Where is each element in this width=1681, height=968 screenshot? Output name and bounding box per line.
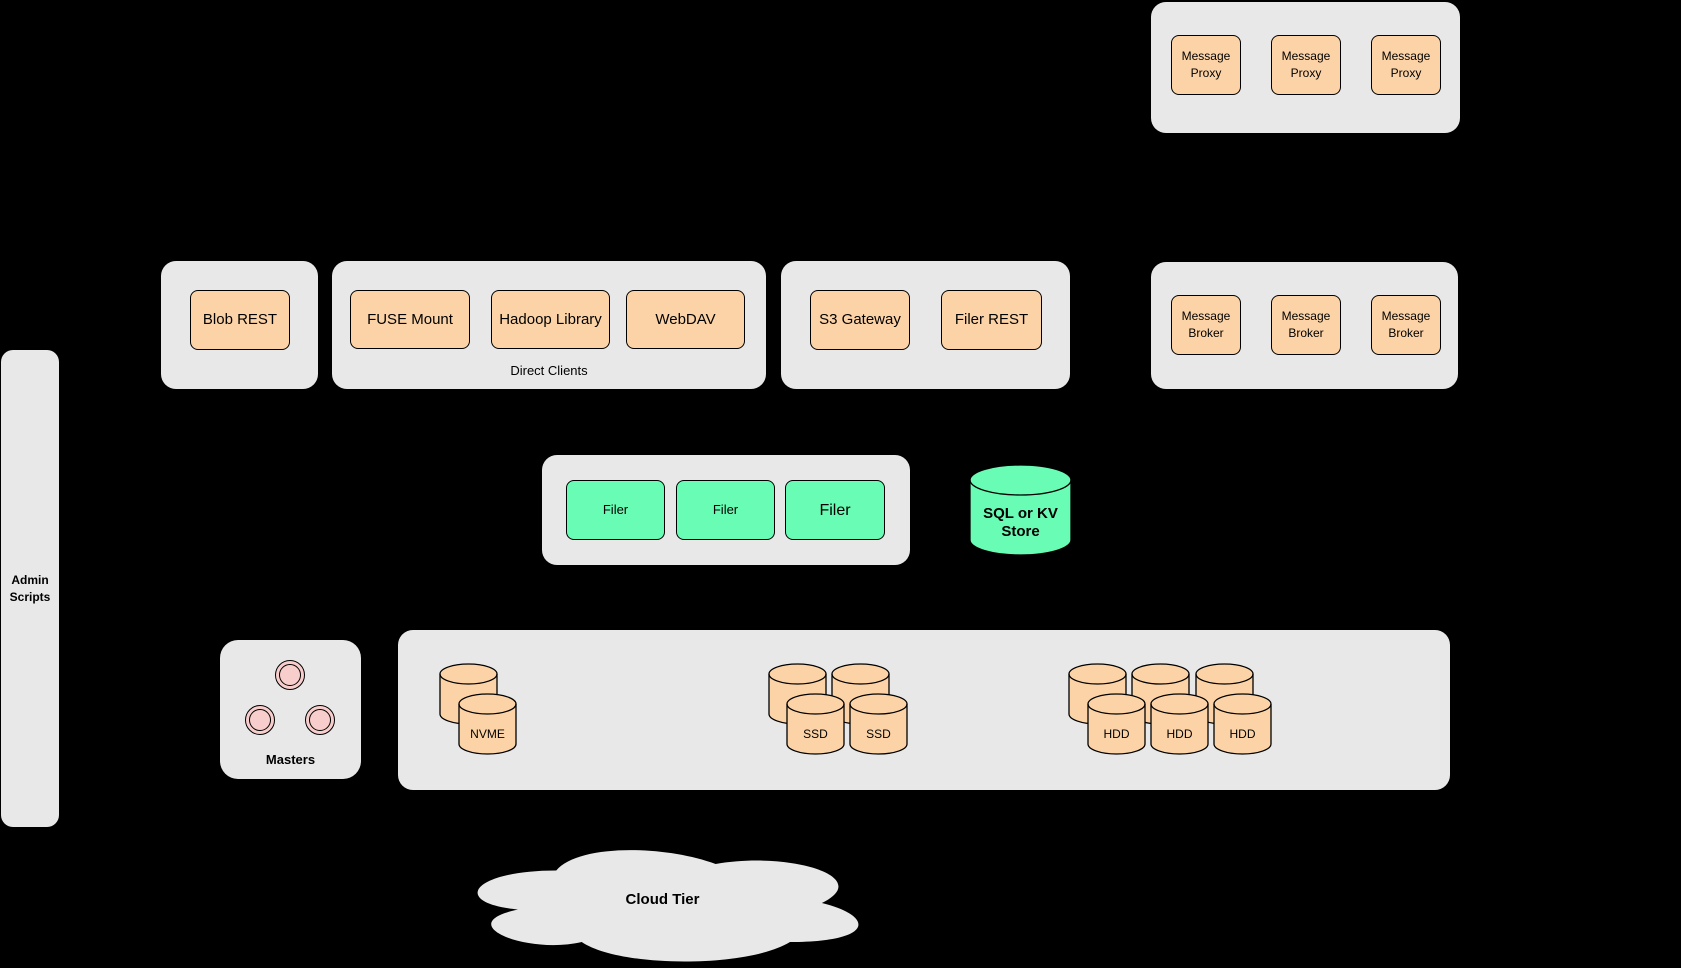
message-broker-label: Message Broker xyxy=(1281,309,1331,340)
message-broker-node: Message Broker xyxy=(1371,295,1441,355)
filer-label: Filer xyxy=(712,502,739,517)
message-broker-label: Message Broker xyxy=(1381,309,1431,340)
cloud-tier-label: Cloud Tier xyxy=(625,891,700,908)
filer-node: Filer xyxy=(785,480,885,540)
webdav-label: WebDAV xyxy=(655,310,716,328)
admin-scripts-label: Admin Scripts xyxy=(9,572,51,604)
message-proxy-cluster: Message Proxy Message Proxy Message Prox… xyxy=(1151,2,1460,133)
direct-clients-cluster: FUSE Mount Hadoop Library WebDAV Direct … xyxy=(332,261,766,389)
sql-kv-store-cylinder: SQL or KV Store xyxy=(969,464,1072,556)
nvme-cylinder: NVME xyxy=(458,693,517,755)
filer-rest-label: Filer REST xyxy=(954,311,1029,328)
message-proxy-label: Message Proxy xyxy=(1281,49,1331,80)
master-node-ring xyxy=(279,664,301,686)
message-broker-node: Message Broker xyxy=(1271,295,1341,355)
direct-clients-cluster-label: Direct Clients xyxy=(510,363,588,378)
s3-gateway-node: S3 Gateway xyxy=(810,290,910,350)
ssd-label: SSD xyxy=(803,726,828,741)
blob-rest-cluster: Blob REST xyxy=(161,261,318,389)
filer-cluster: Filer Filer Filer xyxy=(542,455,910,565)
hdd-label: HDD xyxy=(1229,726,1256,741)
hadoop-library-label: Hadoop Library xyxy=(499,310,602,328)
hdd-cylinder: HDD xyxy=(1213,693,1272,755)
masters-cluster-label: Masters xyxy=(265,752,316,767)
blob-rest-label: Blob REST xyxy=(202,311,278,328)
message-proxy-label: Message Proxy xyxy=(1381,49,1431,80)
filer-rest-node: Filer REST xyxy=(941,290,1042,350)
master-node xyxy=(305,705,335,735)
ssd-cylinder: SSD xyxy=(849,693,908,755)
s3-gateway-label: S3 Gateway xyxy=(819,311,901,328)
message-broker-cluster: Message Broker Message Broker Message Br… xyxy=(1151,262,1458,389)
message-proxy-node: Message Proxy xyxy=(1271,35,1341,95)
hadoop-library-node: Hadoop Library xyxy=(491,290,610,349)
master-node xyxy=(245,705,275,735)
nvme-label: NVME xyxy=(470,726,505,741)
message-proxy-node: Message Proxy xyxy=(1371,35,1441,95)
master-node-ring xyxy=(309,709,331,731)
sql-kv-store-label: SQL or KV Store xyxy=(983,505,1058,540)
webdav-node: WebDAV xyxy=(626,290,745,349)
message-broker-label: Message Broker xyxy=(1181,309,1231,340)
admin-scripts-node: Admin Scripts xyxy=(1,350,59,827)
master-node xyxy=(275,660,305,690)
masters-cluster: Masters xyxy=(220,640,361,779)
message-proxy-label: Message Proxy xyxy=(1181,49,1231,80)
ssd-label: SSD xyxy=(866,726,891,741)
hdd-cylinder: HDD xyxy=(1150,693,1209,755)
cylinder-shape xyxy=(969,464,1072,556)
filer-label: Filer xyxy=(819,501,851,519)
filer-label: Filer xyxy=(602,502,629,517)
ssd-cylinder: SSD xyxy=(786,693,845,755)
cloud-shape xyxy=(477,850,859,962)
message-proxy-node: Message Proxy xyxy=(1171,35,1241,95)
cloud-tier-shape: Cloud Tier xyxy=(450,838,875,968)
filer-node: Filer xyxy=(566,480,665,540)
fuse-mount-label: FUSE Mount xyxy=(367,310,453,328)
hdd-cylinder: HDD xyxy=(1087,693,1146,755)
blob-rest-node: Blob REST xyxy=(190,290,290,350)
volume-servers-cluster: NVME SSD xyxy=(398,630,1450,790)
fuse-mount-node: FUSE Mount xyxy=(350,290,470,349)
message-broker-node: Message Broker xyxy=(1171,295,1241,355)
hdd-label: HDD xyxy=(1103,726,1130,741)
filer-node: Filer xyxy=(676,480,775,540)
master-node-ring xyxy=(249,709,271,731)
hdd-label: HDD xyxy=(1166,726,1193,741)
s3-gateway-cluster: S3 Gateway Filer REST xyxy=(781,261,1070,389)
